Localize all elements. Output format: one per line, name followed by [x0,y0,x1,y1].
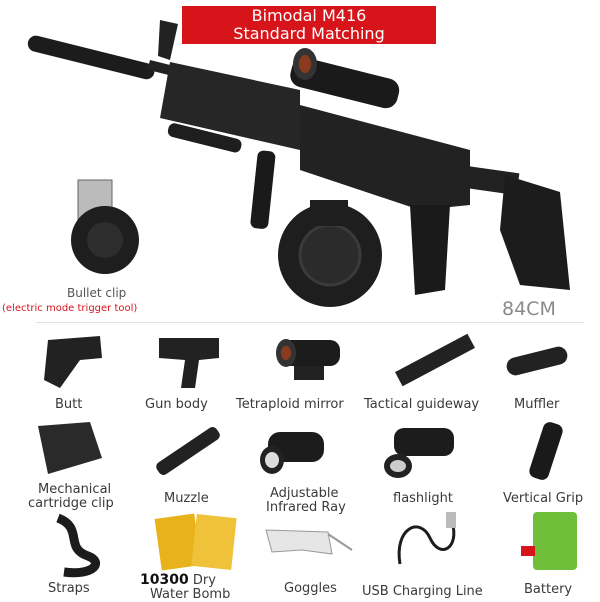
muzzle-image [156,427,220,475]
butt-label: Butt [55,397,83,412]
water-bomb-count: 10300 [140,572,189,588]
battery-image [521,512,577,570]
muffler-image [506,346,568,376]
muzzle-label: Muzzle [164,491,209,506]
tactical-guideway-image [395,333,475,387]
flashlight-label: flashlight [393,491,453,506]
water-bomb-label-2: Water Bomb [150,587,231,602]
tetraploid-mirror-image [276,339,340,380]
muffler-label: Muffler [514,397,560,412]
mechanical-clip-image [38,422,102,474]
tetraploid-mirror-label: Tetraploid mirror [236,397,344,412]
butt-image [44,336,102,388]
goggles-label: Goggles [284,581,337,596]
vertical-grip-label: Vertical Grip [503,491,584,506]
vertical-grip-image [529,422,563,480]
m416-gun-image [27,20,570,307]
goggles-image [265,529,353,555]
water-bomb-image [154,513,237,571]
infrared-label-2: Infrared Ray [266,500,346,515]
mechanical-clip-label-1: Mechanical [38,482,112,497]
flashlight-image [384,428,454,478]
straps-image [56,513,100,578]
banner-line-2: Standard Matching [233,24,385,43]
tactical-guideway-label: Tactical guideway [364,397,480,412]
water-bomb-dry: Dry [192,573,216,588]
bullet-clip-note: (electric mode trigger tool) [2,303,138,314]
banner-line-1: Bimodal M416 [251,6,367,25]
title-banner: Bimodal M416 Standard Matching [182,6,436,44]
divider [36,322,584,323]
usb-line-label: USB Charging Line [362,584,483,599]
water-bomb-label-1: 10300 Dry [140,572,216,589]
usb-line-image [397,512,456,565]
gun-body-image [159,338,219,388]
mechanical-clip-label-2: cartridge clip [28,496,114,511]
infrared-ray-image [260,432,324,474]
infrared-label-1: Adjustable [270,486,339,501]
straps-label: Straps [48,581,90,596]
gun-body-label: Gun body [145,397,208,412]
length-label: 84CM [502,298,556,320]
battery-label: Battery [524,582,573,597]
bullet-clip-label: Bullet clip [67,286,127,300]
